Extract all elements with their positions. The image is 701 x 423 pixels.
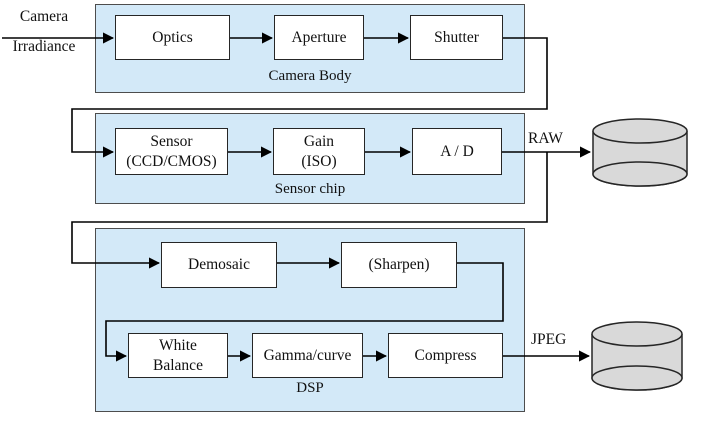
arrow-raw-branch-to-demosaic: [71, 152, 548, 269]
node-gain: Gain (ISO): [273, 128, 365, 175]
node-aperture: Aperture: [274, 15, 364, 60]
node-gamma-curve: Gamma/curve: [252, 333, 363, 378]
group-camera-body-label: Camera Body: [268, 68, 352, 84]
arrow-shutter-to-sensor: [71, 37, 548, 158]
raw-output-label: RAW: [528, 130, 563, 147]
node-optics: Optics: [115, 15, 230, 60]
node-white-balance: White Balance: [128, 333, 228, 378]
input-irradiance-label: Camera Irradiance: [12, 8, 76, 55]
raw-storage-cylinder-icon: [592, 118, 688, 187]
node-ad-converter: A / D: [412, 128, 502, 175]
node-sensor: Sensor (CCD/CMOS): [115, 128, 228, 175]
jpeg-output-label: JPEG: [531, 331, 567, 348]
group-sensor-chip-label: Sensor chip: [274, 181, 346, 197]
group-dsp-label: DSP: [296, 380, 324, 396]
arrow-sharpen-to-white-balance: [105, 262, 504, 362]
node-sharpen: (Sharpen): [341, 242, 457, 288]
node-demosaic: Demosaic: [161, 242, 277, 288]
jpeg-storage-cylinder-icon: [591, 321, 683, 391]
node-shutter: Shutter: [410, 15, 503, 60]
node-compress: Compress: [388, 333, 503, 378]
